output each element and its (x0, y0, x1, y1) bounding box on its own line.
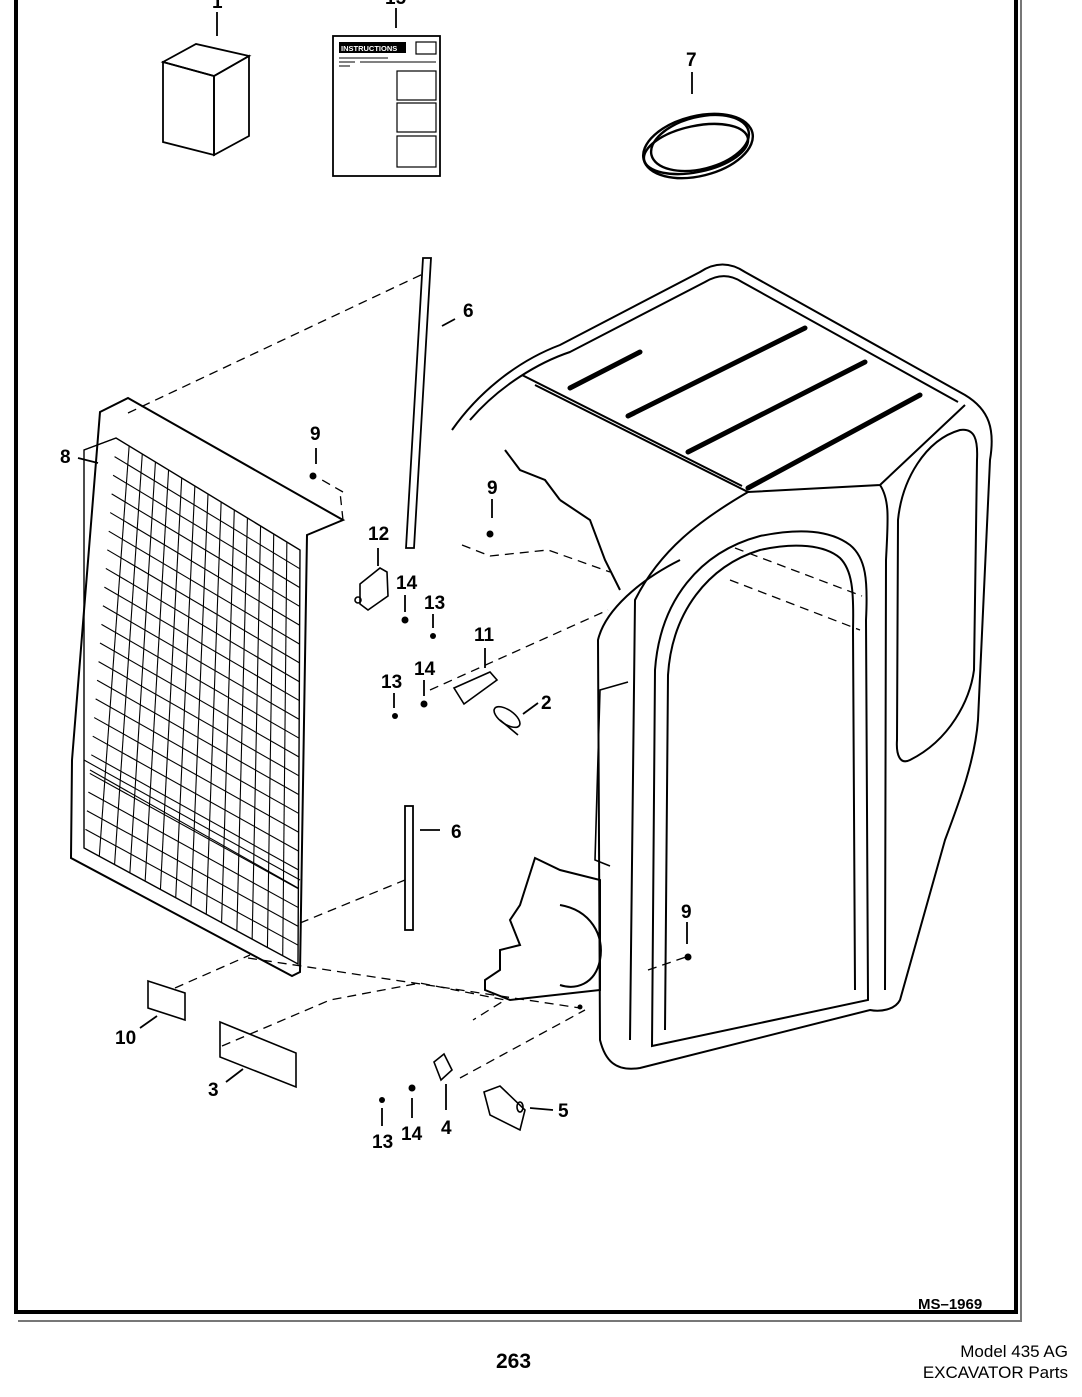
part-latch-knob-2 (493, 705, 521, 736)
part-plate-4 (433, 1052, 453, 1082)
screen-mesh-line (98, 661, 300, 777)
assembly-lines (127, 272, 863, 1079)
callout-15: 15 (385, 0, 407, 9)
callout-3: 3 (208, 1080, 219, 1101)
page-number: 263 (496, 1350, 532, 1373)
footer-manual-title: EXCAVATOR Parts (922, 1363, 1068, 1382)
screen-mesh-line (96, 679, 300, 796)
screen-mesh-line (89, 772, 299, 890)
callout-9-cab-side: 9 (681, 902, 692, 923)
callout-11: 11 (474, 625, 495, 646)
screen-mesh-line (88, 791, 299, 909)
callout-10: 10 (115, 1028, 136, 1049)
part-box (160, 43, 252, 157)
frame-shadow (18, 0, 1022, 1322)
screen-mesh-line (108, 530, 300, 645)
part-decal-large (219, 1020, 297, 1089)
part-hinge-bracket-12 (354, 567, 389, 611)
callout-9-cab-top: 9 (487, 478, 498, 499)
screen-mesh-line (106, 549, 300, 664)
footer-caption: Model 435 AG EXCAVATOR Parts (923, 1341, 1068, 1383)
part-coiled-seal (641, 112, 755, 180)
screen-mesh-line (85, 828, 299, 946)
screen-mesh-line (112, 474, 301, 589)
callout-13-middle: 13 (381, 672, 402, 693)
part-front-screen (69, 396, 346, 978)
part-seal-strip-lower (404, 805, 414, 931)
part-hinge-5 (483, 1085, 526, 1132)
callout-7: 7 (686, 50, 697, 71)
callout-14-lower: 14 (401, 1124, 423, 1145)
screen-mesh-line (99, 642, 300, 758)
callout-2: 2 (541, 693, 552, 714)
screen-mesh-line (109, 512, 300, 626)
callout-14-middle: 14 (414, 659, 436, 680)
callout-4: 4 (441, 1118, 452, 1139)
part-latch-bracket-11 (452, 671, 499, 706)
screen-mesh-line (114, 456, 301, 570)
diagram-frame (14, 0, 1018, 1314)
fasteners (309, 472, 692, 1103)
screen-mesh-line (101, 623, 300, 739)
screen-mesh-line (111, 493, 301, 607)
footer-model: Model 435 AG (960, 1342, 1068, 1361)
screen-mesh-line (93, 717, 299, 833)
callout-13-lower: 13 (372, 1132, 393, 1153)
screen-mesh-line (104, 586, 300, 702)
callout-8: 8 (60, 447, 71, 468)
screen-mesh-line (95, 698, 299, 814)
callout-13-upper: 13 (424, 593, 445, 614)
part-instructions-sheet (332, 35, 441, 177)
screen-mesh-line (92, 735, 299, 852)
callout-14-upper: 14 (396, 573, 418, 594)
part-cab (451, 263, 993, 1070)
part-decal-small (147, 979, 186, 1022)
screen-mesh-line (86, 810, 299, 927)
callout-12: 12 (368, 524, 389, 545)
leader-lines (77, 8, 693, 1126)
callout-5: 5 (558, 1101, 569, 1122)
screen-mesh-line (91, 754, 299, 871)
part-seal-strip-upper (405, 257, 432, 549)
callout-6-upper: 6 (463, 301, 474, 322)
screen-mesh-line (105, 567, 300, 683)
callout-1: 1 (212, 0, 223, 13)
drawing-id: MS–1969 (918, 1296, 982, 1313)
callout-6-lower: 6 (451, 822, 462, 843)
screen-mesh-line (102, 605, 300, 720)
instructions-label: INSTRUCTIONS (341, 44, 397, 53)
callout-9-screen: 9 (310, 424, 321, 445)
